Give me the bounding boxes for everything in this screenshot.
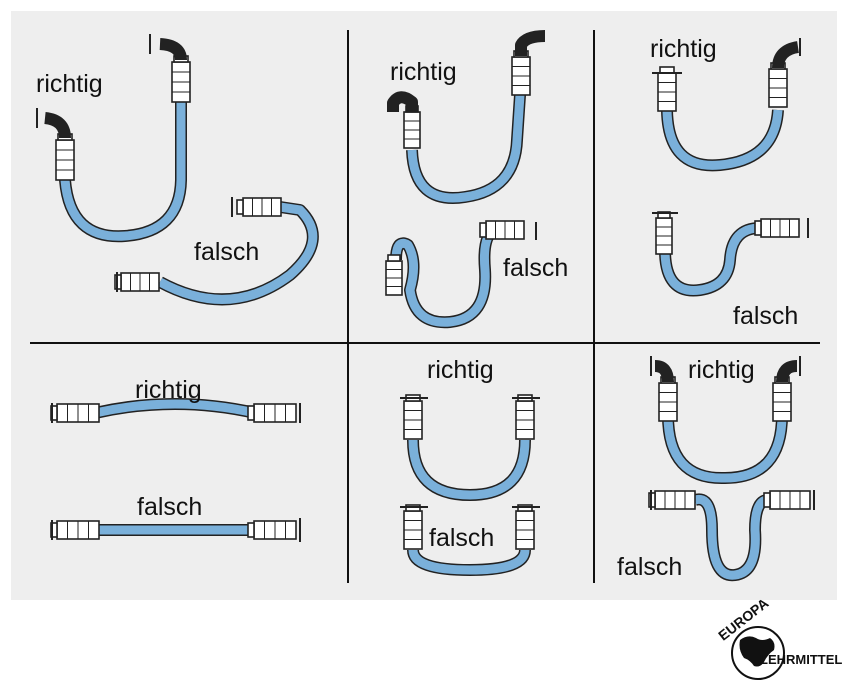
panel2-richtig-elbow-left [387,91,418,112]
panel2-falsch-hose [391,225,498,327]
panel6-richtig-fitting-right [772,376,792,422]
panel5-richtig-label: richtig [427,356,494,384]
panel3-richtig-fitting-right [768,62,788,108]
panel3-falsch-fitting-left [655,211,673,255]
panel4-richtig-hose [94,399,256,418]
panel6-falsch-hose [693,494,771,580]
panel6-richtig-elbow-left [654,360,674,383]
panel1-richtig-label: richtig [36,70,103,98]
panel2-falsch-fitting-left [385,254,403,296]
panel6-richtig-elbow-right [776,360,798,383]
panel5-richtig-fitting-right [515,394,535,440]
panel5-richtig-fitting-left [403,394,423,440]
panel6-falsch-fitting-left [648,490,696,510]
panel2-falsch-fitting-right [479,220,525,240]
panel2-richtig-elbow-right [515,30,546,56]
panel1-falsch-label: falsch [194,238,259,266]
panel2-richtig-label: richtig [390,58,457,86]
panel5-falsch-hose [408,549,530,575]
panel1-richtig-fitting-left [55,133,75,181]
hose-drawings [36,30,815,582]
panel2-richtig-fitting-right [511,50,531,96]
panel1-richtig-hose-outline [59,100,187,243]
panel2-richtig-hose [407,94,525,203]
panel1-richtig-hose [60,100,186,241]
panel6-falsch-fitting-right [763,490,811,510]
panel4-falsch-fitting-left [50,520,100,540]
panel4-richtig-label: richtig [135,376,202,404]
panel3-richtig-hose [662,109,783,170]
panel1-richtig-elbow-left [44,112,71,139]
panel6-richtig-hose [663,414,787,483]
panel5-falsch-label: falsch [429,524,494,552]
panel4-falsch-fitting-right [247,520,297,540]
panel1-falsch-fitting-right [236,197,282,217]
globe-continents [739,636,775,667]
panel5-richtig-hose [408,439,530,500]
panel2-richtig-fitting-left [403,105,421,149]
panel6-falsch-label: falsch [617,553,682,581]
panel1-richtig-elbow-right [159,38,187,61]
panel5-falsch-fitting-left [403,504,423,550]
panel3-richtig-elbow-right [772,41,800,69]
panel6-richtig-fitting-left [658,376,678,422]
panel1-falsch-fitting-left [114,272,160,292]
panel4-richtig-fitting-left [50,403,100,423]
panel1-richtig-fitting-right [171,55,191,103]
panel6-richtig-label: richtig [688,356,755,384]
panel3-richtig-label: richtig [650,35,717,63]
panel3-falsch-hose [660,223,761,295]
panel4-richtig-fitting-right [247,403,297,423]
panel2-falsch-label: falsch [503,254,568,282]
panel4-falsch-label: falsch [137,493,202,521]
logo-bottom-text: LEHRMITTEL [760,652,842,667]
panel1-falsch-hose [157,202,318,304]
panel3-falsch-label: falsch [733,302,798,330]
europa-lehrmittel-logo: EUROPA LEHRMITTEL [715,595,842,680]
panel3-falsch-hose-outline [659,222,761,297]
panel5-falsch-fitting-right [515,504,535,550]
panel3-falsch-fitting-right [754,218,800,238]
